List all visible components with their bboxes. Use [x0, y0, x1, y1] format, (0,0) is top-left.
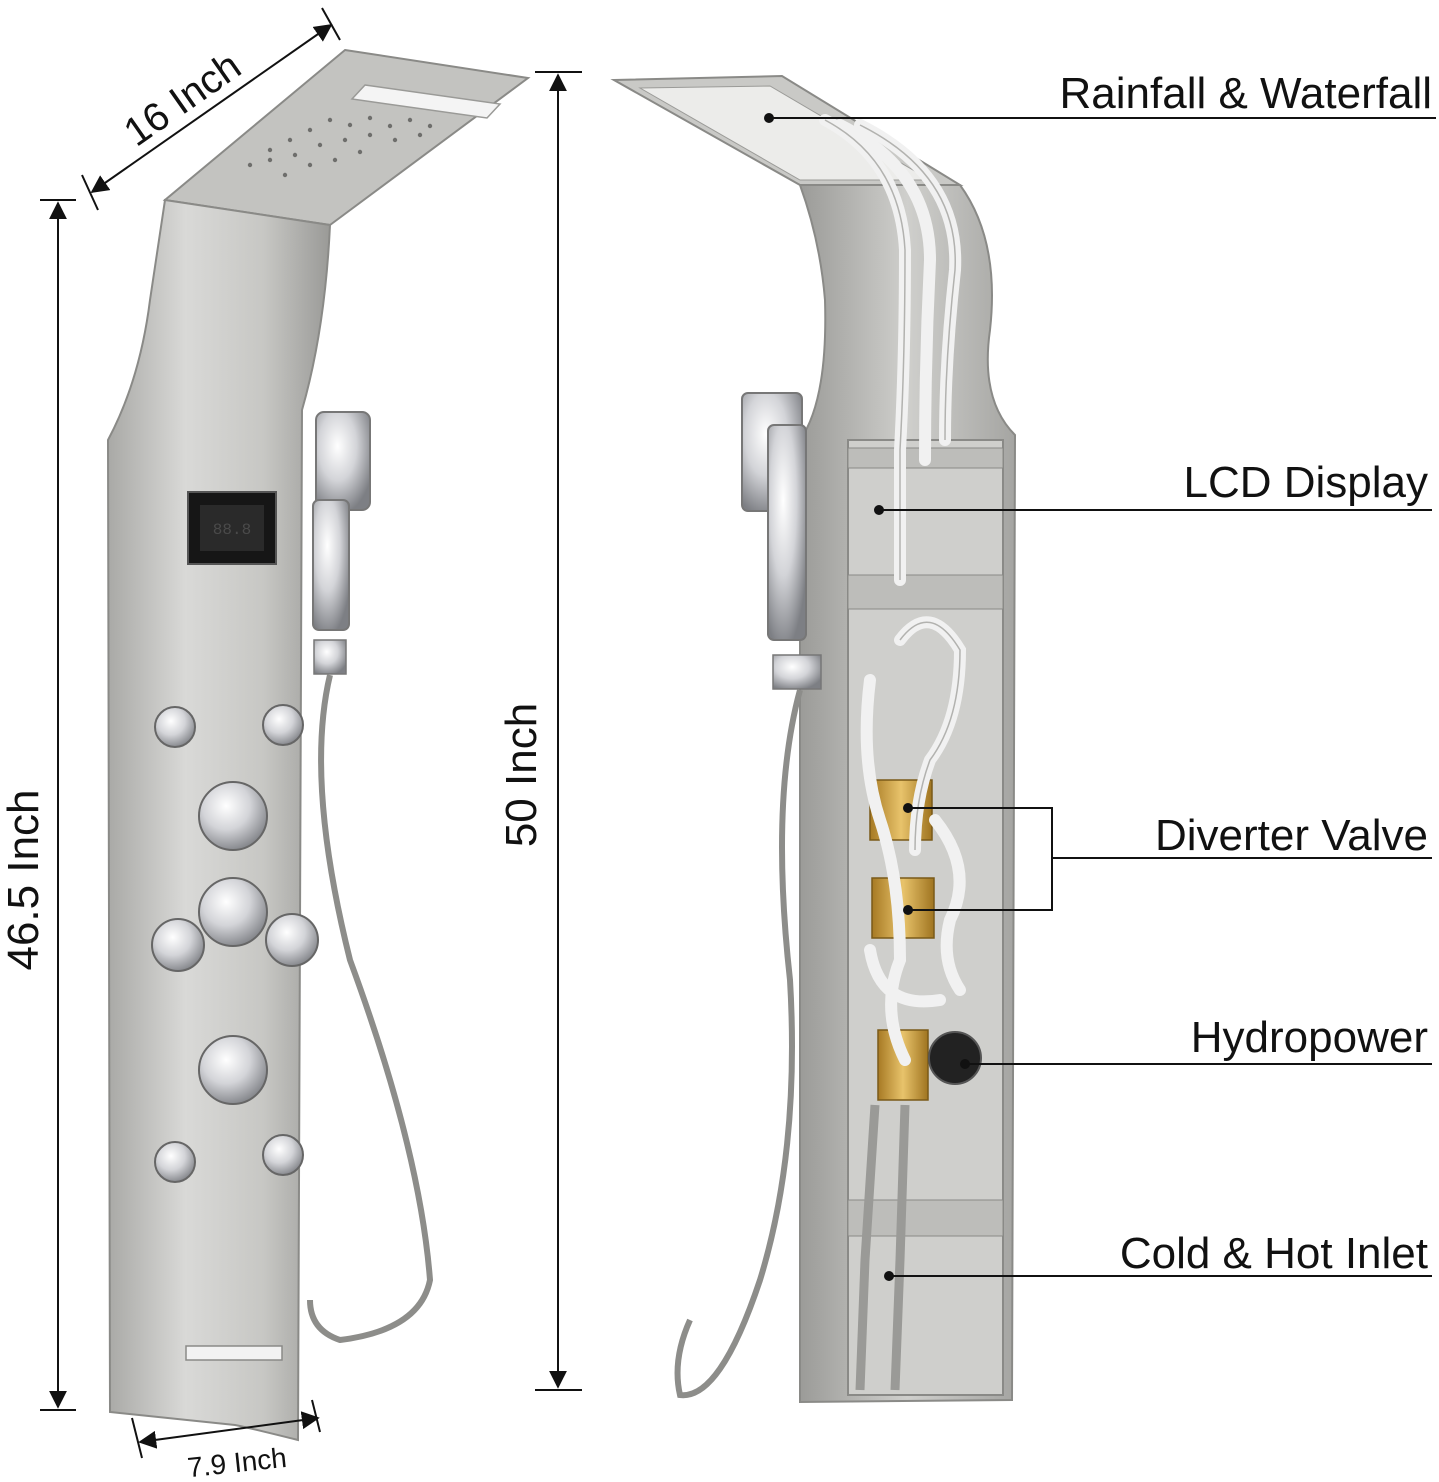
dim-bottom-width-label: 7.9 Inch	[186, 1442, 288, 1482]
bottom-spout	[185, 1345, 283, 1361]
handheld-shower	[312, 411, 371, 675]
dim-top-width-label: 16 Inch	[116, 44, 249, 155]
body-jets	[154, 704, 304, 1183]
dim-panel-height-label: 46.5 Inch	[0, 789, 48, 970]
lcd-readout: 88.8	[213, 521, 251, 539]
rear-handheld-shower	[741, 392, 822, 690]
callout-inlet-label: Cold & Hot Inlet	[1120, 1229, 1428, 1278]
control-knobs	[151, 781, 319, 1105]
dim-panel-height: 46.5 Inch	[0, 199, 76, 1411]
hydropower-generator	[928, 1031, 982, 1085]
hose	[307, 674, 434, 1344]
back-panel	[610, 74, 1017, 1404]
callout-diverter: Diverter Valve	[903, 803, 1432, 915]
dim-overall-height: 50 Inch	[497, 71, 582, 1391]
callout-hydropower: Hydropower	[960, 1013, 1432, 1069]
callout-rainfall: Rainfall & Waterfall	[764, 69, 1436, 123]
callout-lcd-label: LCD Display	[1183, 458, 1428, 507]
dim-overall-height-label: 50 Inch	[497, 703, 546, 847]
callout-rainfall-label: Rainfall & Waterfall	[1060, 69, 1433, 118]
callout-hydropower-label: Hydropower	[1191, 1013, 1428, 1062]
callout-diverter-label: Diverter Valve	[1155, 811, 1428, 860]
callout-inlet: Cold & Hot Inlet	[884, 1229, 1432, 1281]
callout-lcd: LCD Display	[874, 458, 1432, 515]
front-panel: 88.8	[106, 48, 531, 1442]
rear-hose	[674, 689, 803, 1399]
waterfall-slot	[350, 84, 502, 119]
inlet-hoses	[855, 1104, 910, 1391]
